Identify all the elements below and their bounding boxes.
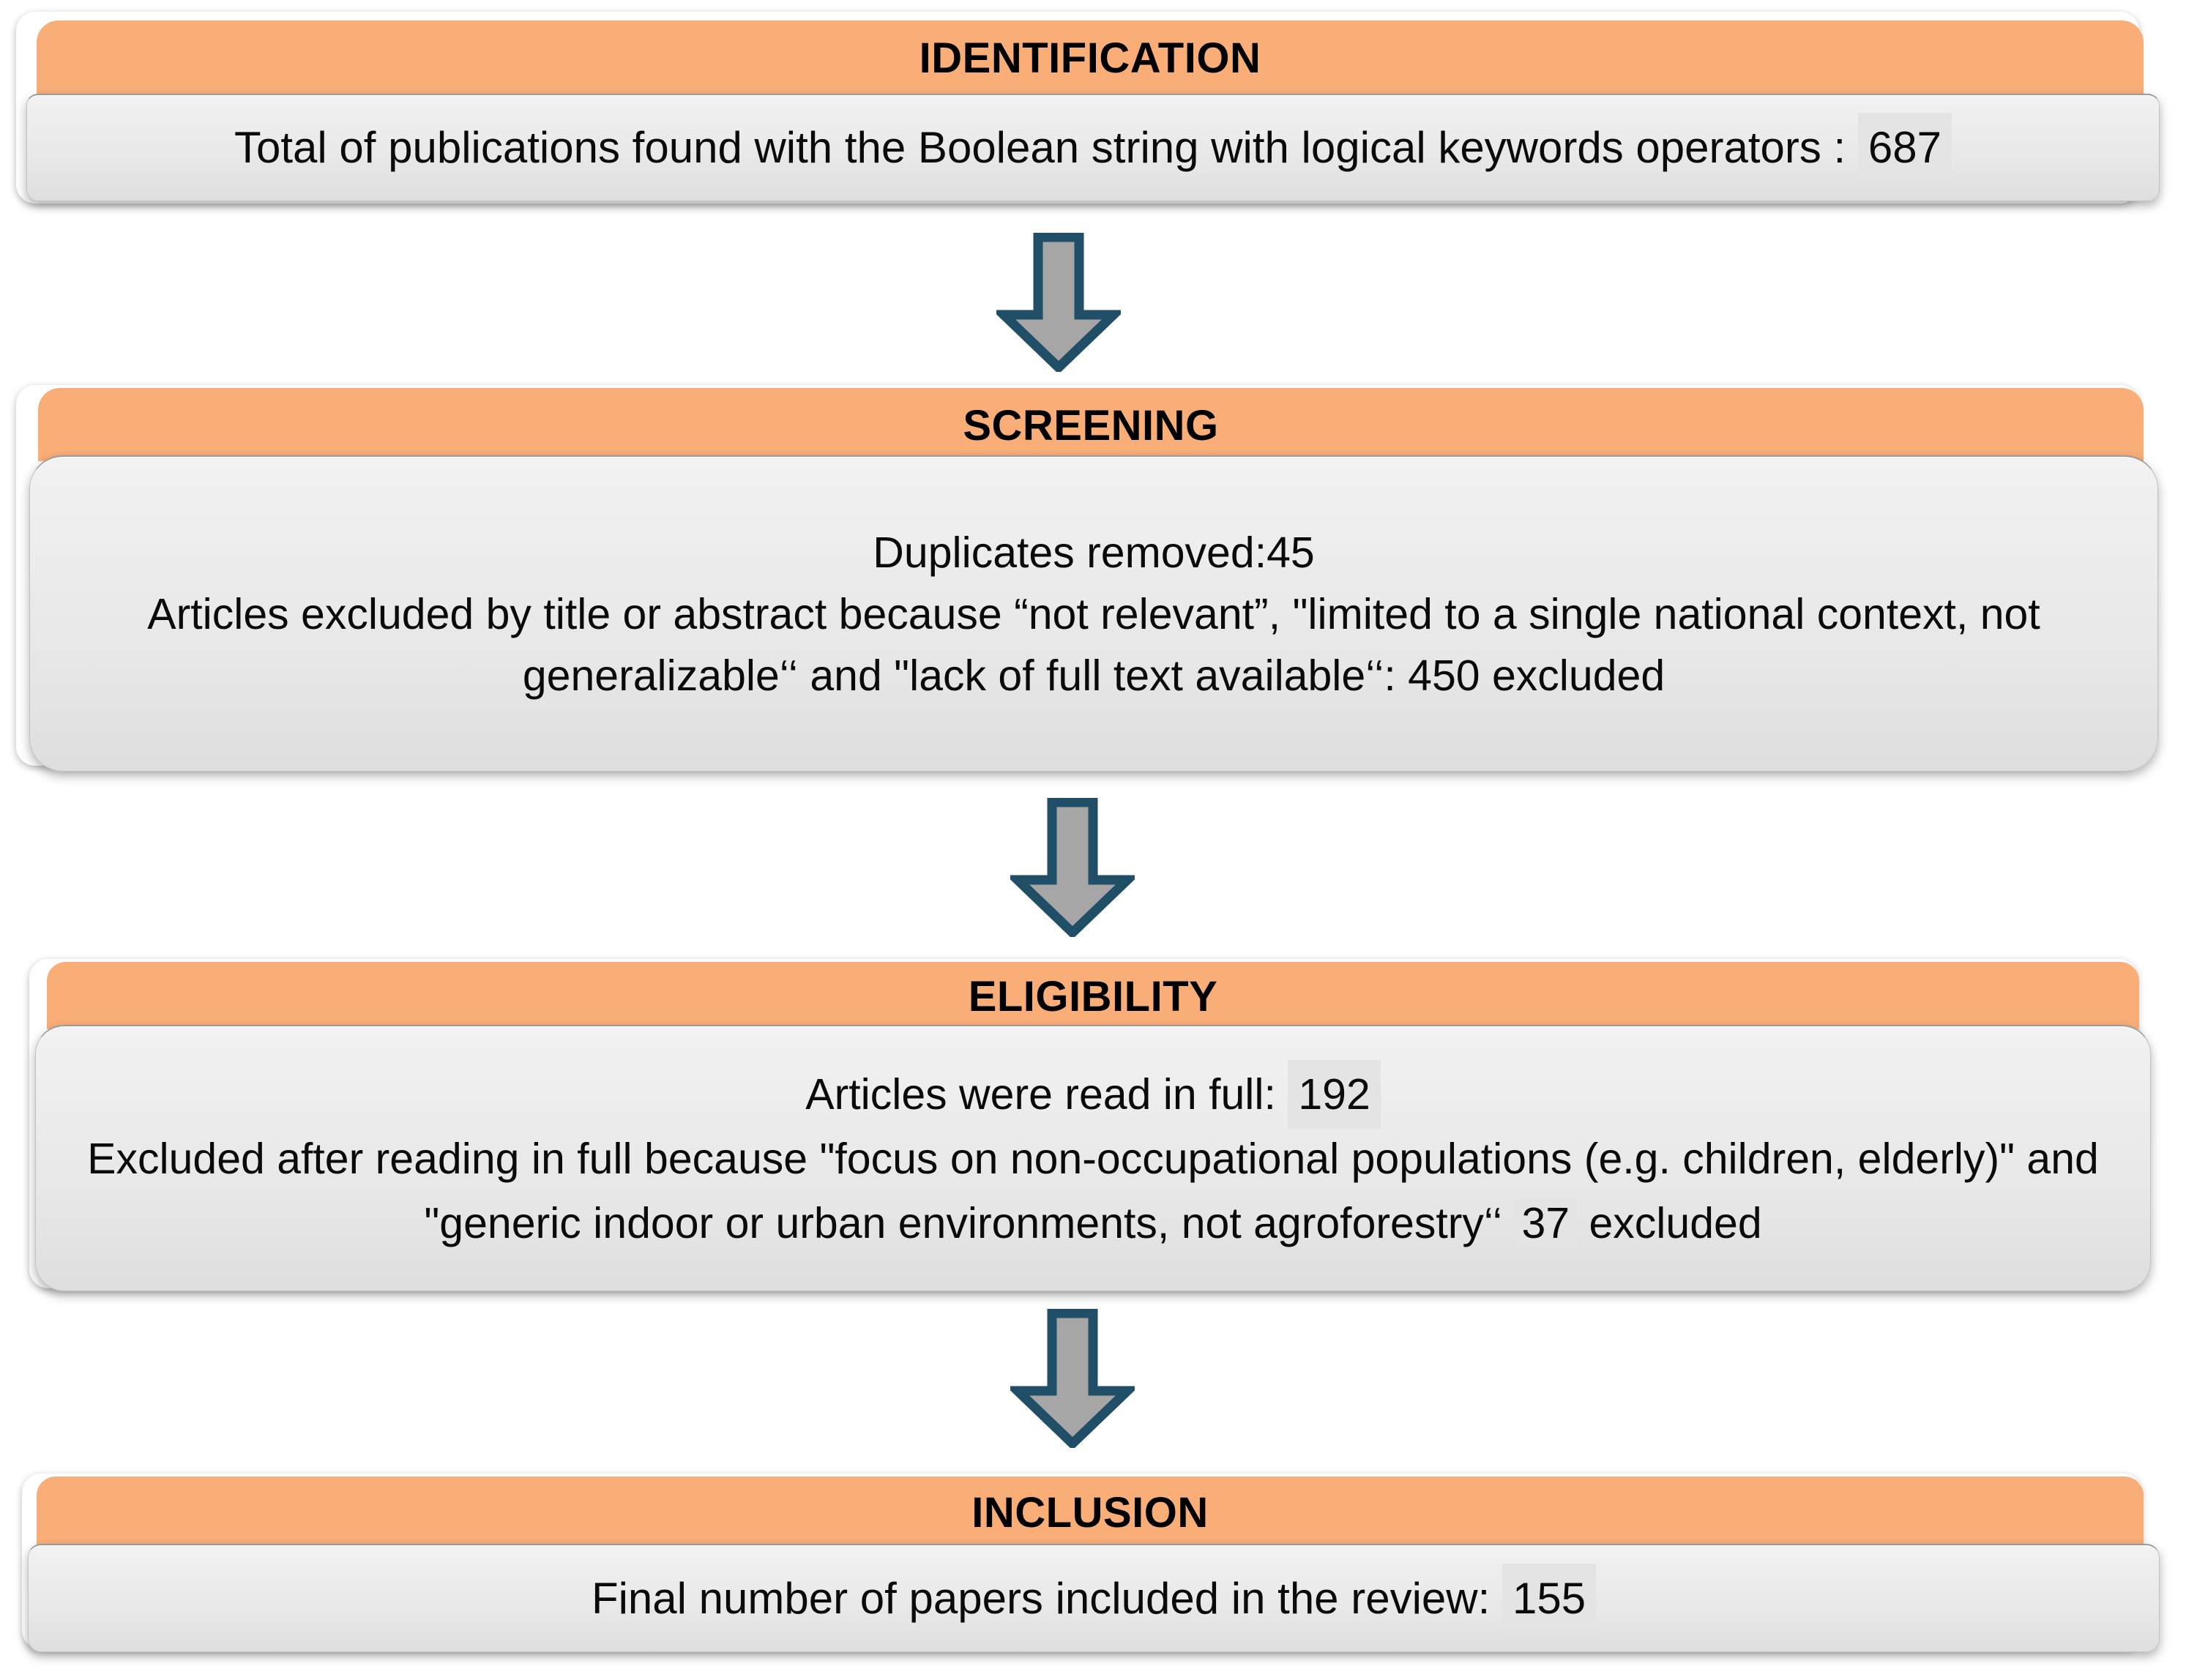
eligibility-body-text: Articles were read in full: 192 Excluded…: [36, 1059, 2150, 1255]
screening-body-box: Duplicates removed:45 Articles excluded …: [29, 455, 2158, 772]
stage-screening: SCREENING Duplicates removed:45 Articles…: [0, 381, 2186, 791]
eligibility-header-band: ELIGIBILITY: [47, 962, 2139, 1029]
inclusion-body-text: Final number of papers included in the r…: [29, 1563, 2159, 1633]
eligibility-line-1-text: Articles were read in full:: [805, 1069, 1288, 1119]
stage-inclusion: INCLUSION Final number of papers include…: [0, 1468, 2186, 1680]
eligibility-body-box: Articles were read in full: 192 Excluded…: [35, 1025, 2151, 1291]
inclusion-line-text: Final number of papers included in the r…: [591, 1573, 1502, 1623]
identification-body-text: Total of publications found with the Boo…: [27, 113, 2159, 182]
identification-body-box: Total of publications found with the Boo…: [26, 94, 2160, 201]
screening-line-2: Articles excluded by title or abstract b…: [147, 589, 2040, 700]
identification-line-text: Total of publications found with the Boo…: [234, 123, 1858, 172]
screening-header-band: SCREENING: [38, 388, 2144, 461]
eligibility-line-2: Excluded after reading in full because "…: [74, 1127, 2112, 1255]
inclusion-body-box: Final number of papers included in the r…: [28, 1544, 2160, 1652]
arrow-screening-to-eligibility: [1005, 797, 1140, 940]
inclusion-count-155: 155: [1502, 1563, 1597, 1633]
identification-count-687: 687: [1857, 113, 1952, 182]
stage-eligibility: ELIGIBILITY Articles were read in full: …: [0, 952, 2186, 1310]
down-arrow-icon: [991, 232, 1126, 375]
arrow-eligibility-to-inclusion: [1005, 1308, 1140, 1451]
down-arrow-icon: [1005, 797, 1140, 940]
eligibility-line-2-text: Excluded after reading in full because "…: [87, 1134, 2099, 1247]
eligibility-line-1: Articles were read in full: 192: [74, 1059, 2112, 1129]
eligibility-count-192: 192: [1288, 1059, 1381, 1129]
inclusion-header-band: INCLUSION: [37, 1476, 2144, 1548]
identification-header-label: IDENTIFICATION: [919, 34, 1261, 82]
eligibility-header-label: ELIGIBILITY: [968, 973, 1218, 1020]
identification-header-band: IDENTIFICATION: [37, 20, 2144, 94]
eligibility-count-37: 37: [1514, 1198, 1578, 1247]
screening-line-1: Duplicates removed:45: [873, 528, 1315, 577]
arrow-identification-to-screening: [991, 232, 1126, 375]
screening-body-text: Duplicates removed:45 Articles excluded …: [30, 522, 2157, 706]
inclusion-header-label: INCLUSION: [971, 1489, 1209, 1537]
down-arrow-icon: [1005, 1308, 1140, 1451]
screening-header-label: SCREENING: [963, 402, 1219, 449]
eligibility-line-2-suffix: excluded: [1577, 1198, 1762, 1247]
stage-identification: IDENTIFICATION Total of publications fou…: [0, 0, 2186, 220]
